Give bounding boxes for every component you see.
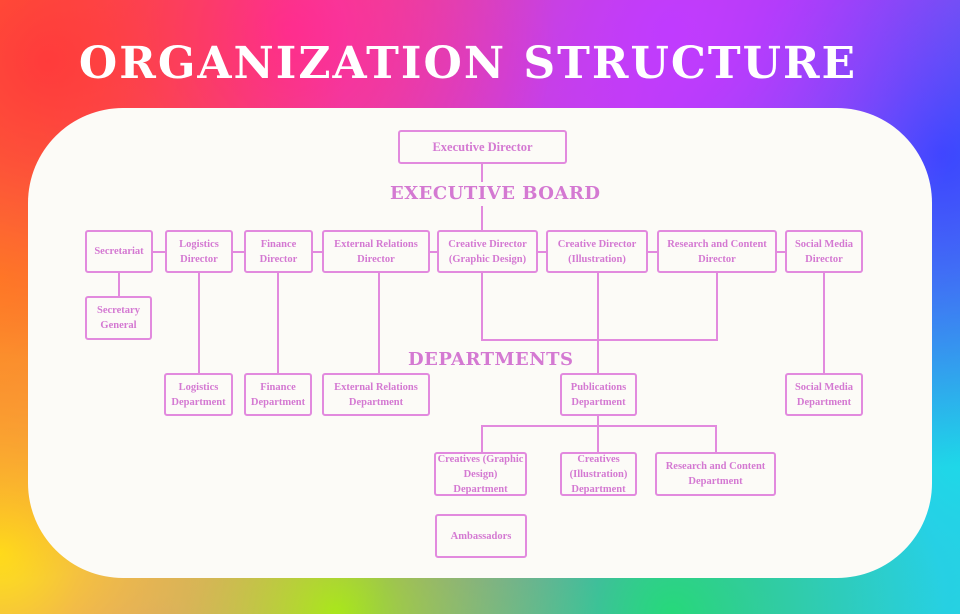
node-executive-director: Executive Director xyxy=(398,130,567,164)
node-social-media-director: Social Media Director xyxy=(785,230,863,273)
connector xyxy=(481,425,717,427)
node-logistics-department: Logistics Department xyxy=(164,373,233,416)
node-creatives-illustration-department: Creatives (Illustration) Department xyxy=(560,452,637,496)
page-title: ORGANIZATION STRUCTURE xyxy=(78,38,858,89)
node-logistics-director: Logistics Director xyxy=(165,230,233,273)
node-external-relations-department: External Relations Department xyxy=(322,373,430,416)
node-ambassadors: Ambassadors xyxy=(435,514,527,558)
connector xyxy=(716,273,718,341)
connector xyxy=(597,416,599,452)
section-executive-board: EXECUTIVE BOARD xyxy=(390,183,601,204)
connector xyxy=(481,164,483,182)
node-external-relations-director: External Relations Director xyxy=(322,230,430,273)
connector xyxy=(378,273,380,373)
node-creative-director-illustration: Creative Director (Illustration) xyxy=(546,230,648,273)
node-finance-department: Finance Department xyxy=(244,373,312,416)
connector xyxy=(118,273,120,296)
node-secretary-general: Secretary General xyxy=(85,296,152,340)
chart-card xyxy=(28,108,932,578)
node-research-content-director: Research and Content Director xyxy=(657,230,777,273)
connector xyxy=(481,425,483,452)
connector xyxy=(481,206,483,230)
connector xyxy=(715,425,717,452)
node-publications-department: Publications Department xyxy=(560,373,637,416)
node-research-content-department: Research and Content Department xyxy=(655,452,776,496)
node-finance-director: Finance Director xyxy=(244,230,313,273)
section-departments: DEPARTMENTS xyxy=(408,349,574,370)
connector xyxy=(198,273,200,373)
node-creatives-graphic-department: Creatives (Graphic Design) Department xyxy=(434,452,527,496)
connector xyxy=(277,273,279,373)
node-creative-director-graphic: Creative Director (Graphic Design) xyxy=(437,230,538,273)
node-social-media-department: Social Media Department xyxy=(785,373,863,416)
connector xyxy=(481,273,483,341)
connector xyxy=(597,273,599,373)
connector xyxy=(481,339,718,341)
connector xyxy=(823,273,825,373)
node-secretariat: Secretariat xyxy=(85,230,153,273)
